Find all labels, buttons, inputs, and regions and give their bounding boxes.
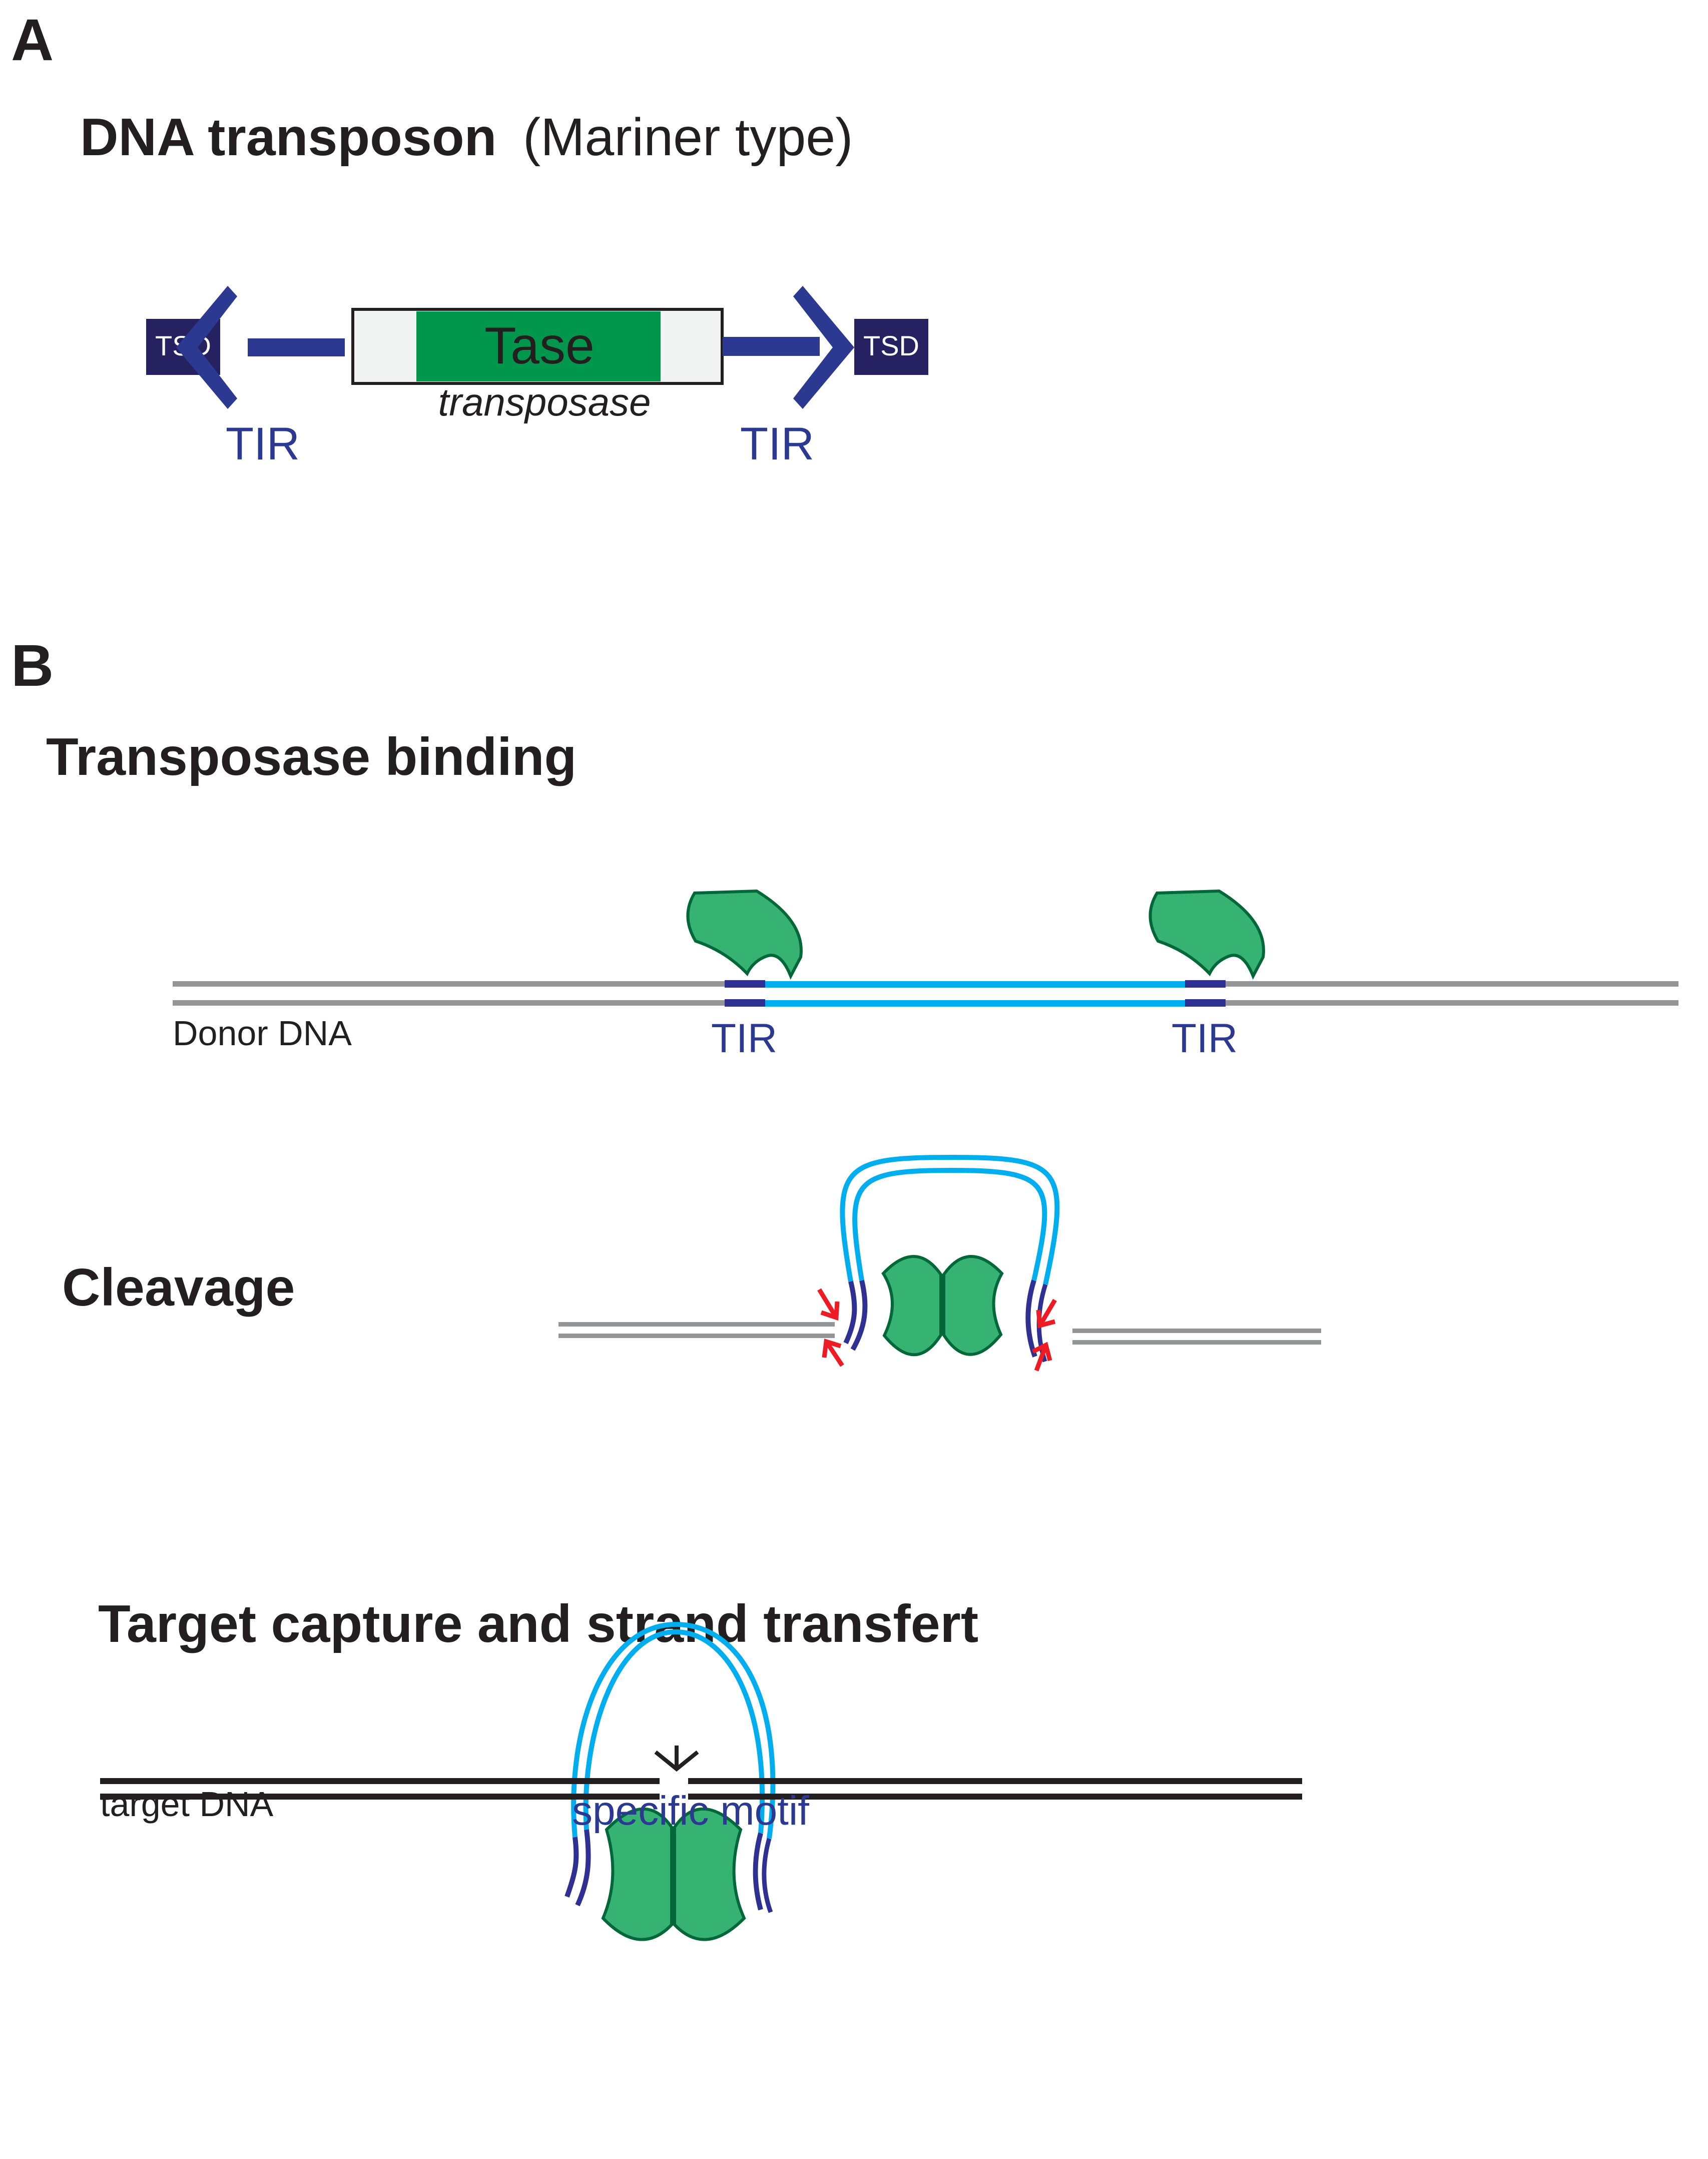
step-2-title: Cleavage <box>62 1258 295 1317</box>
step-3-title: Target capture and strand transfert <box>98 1594 978 1653</box>
cut-arrow-icon <box>817 1288 840 1321</box>
tase-domain <box>416 311 661 381</box>
tir-left-label: TIR <box>226 418 300 470</box>
cut-arrow-icon <box>822 1339 844 1367</box>
panel-a-title: DNA transposon (Mariner type) <box>80 108 853 167</box>
transposase-dimer <box>881 1255 1004 1357</box>
tir-right-label-b: TIR <box>1172 1016 1238 1061</box>
transposon-loop <box>840 1154 1060 1363</box>
transposase-left-subunit <box>881 1255 942 1357</box>
panel-a: A DNA transposon (Mariner type) TSD Tase… <box>11 7 928 470</box>
transposase-dimer-2 <box>601 1807 746 1941</box>
tir-right-arrow-icon <box>723 286 854 409</box>
tir-left-arrow-icon <box>176 286 345 409</box>
target-dna-label: target DNA <box>100 1785 274 1824</box>
cut-arrow-icon <box>1031 1342 1052 1372</box>
panel-a-label: A <box>11 7 54 73</box>
step-1-title: Transposase binding <box>46 727 577 786</box>
tase-label: Tase <box>484 317 595 375</box>
cut-arrow-icon <box>1036 1299 1057 1329</box>
cleavage-arrows <box>817 1288 1057 1372</box>
tir-segment-left <box>725 980 765 988</box>
cleaved-donor-right <box>1072 1329 1321 1345</box>
donor-dna-label: Donor DNA <box>173 1014 352 1053</box>
specific-motif-label: specific motif <box>572 1788 809 1834</box>
transposon-loop-2 <box>564 1621 776 1913</box>
tir-left-label-b: TIR <box>711 1016 777 1061</box>
tsd-right-label: TSD <box>863 330 919 361</box>
tir-segment-right <box>1185 980 1226 988</box>
transposase-left-subunit <box>601 1807 673 1941</box>
step-cleavage: Cleavage <box>62 1154 1321 1372</box>
down-arrow-icon <box>654 1746 699 1772</box>
transposon-body <box>764 981 1185 988</box>
panel-a-title-bold: DNA transposon <box>80 108 496 167</box>
transposase-caption: transposase <box>438 380 651 424</box>
donor-dna <box>173 980 1678 1007</box>
transposase-monomer-left <box>686 889 803 980</box>
panel-b-label: B <box>11 633 54 699</box>
step-transposase-binding: Transposase binding <box>46 727 1678 1061</box>
panel-b: B Transposase binding <box>11 633 1678 1941</box>
transposase-monomer-right <box>1149 889 1265 980</box>
tsd-right-box <box>854 319 928 375</box>
panel-a-title-regular: (Mariner type) <box>523 108 853 167</box>
transposase-right-subunit <box>942 1255 1004 1356</box>
tir-right-label: TIR <box>740 418 814 470</box>
transposase-right-subunit <box>673 1807 746 1941</box>
cleaved-donor-left <box>558 1322 835 1338</box>
step-target-capture: Target capture and strand transfert <box>98 1594 1302 1941</box>
target-dna <box>100 1778 1302 1800</box>
